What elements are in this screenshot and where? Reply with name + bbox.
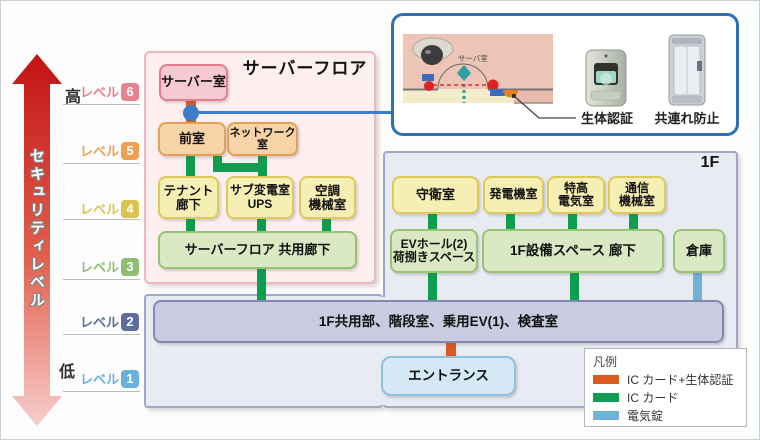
legend-title: 凡例 bbox=[593, 355, 618, 369]
callout-anchor-dot bbox=[183, 105, 199, 121]
legend-swatch-electric-lock bbox=[593, 411, 619, 420]
level-6: レベル 6 bbox=[63, 82, 139, 101]
level-divider bbox=[63, 391, 140, 392]
high-label: 高 bbox=[65, 89, 82, 106]
legend-item: IC カード+生体認証 bbox=[593, 371, 733, 388]
room-tenant-corridor: テナント 廊下 bbox=[158, 176, 219, 219]
server-room-plan-illustration: サーバ室 bbox=[403, 34, 553, 104]
room-high-voltage: 特高 電気室 bbox=[547, 176, 605, 214]
level-3: レベル 3 bbox=[63, 257, 139, 276]
level-5-badge: 5 bbox=[121, 141, 139, 160]
level-4-badge: 4 bbox=[121, 199, 139, 218]
room-warehouse: 倉庫 bbox=[673, 229, 725, 273]
level-divider bbox=[63, 163, 140, 164]
legend-item: 電気錠 bbox=[593, 407, 663, 424]
level-1-badge: 1 bbox=[121, 369, 139, 388]
room-1f-common: 1F共用部、階段室、乗用EV(1)、検査室 bbox=[153, 300, 724, 343]
callout-leader-line bbox=[191, 111, 393, 114]
connector-iccard bbox=[568, 214, 577, 230]
level-2-label: レベル bbox=[79, 315, 119, 330]
room-generator: 発電機室 bbox=[483, 176, 544, 214]
biometric-scanner-icon bbox=[585, 49, 627, 107]
level-5: レベル 5 bbox=[63, 141, 139, 160]
security-axis-label: セキュリティレベル bbox=[28, 148, 45, 310]
level-6-badge: 6 bbox=[121, 82, 139, 101]
level-4: レベル 4 bbox=[63, 199, 139, 218]
level-divider bbox=[63, 104, 140, 105]
legend-label: IC カード bbox=[627, 391, 679, 405]
room-guard: 守衛室 bbox=[392, 176, 479, 214]
legend-swatch-iccard-bio bbox=[593, 375, 619, 384]
connector-iccard bbox=[186, 156, 195, 178]
connector-iccard bbox=[257, 219, 266, 232]
room-entrance: エントランス bbox=[381, 356, 516, 396]
room-equipment-corridor: 1F設備スペース 廊下 bbox=[482, 229, 664, 273]
connector-iccard bbox=[186, 219, 195, 232]
low-label: 低 bbox=[59, 364, 76, 381]
level-3-label: レベル bbox=[79, 260, 119, 275]
level-divider bbox=[63, 279, 140, 280]
connector-iccard bbox=[428, 214, 437, 230]
connector-iccard bbox=[322, 219, 331, 232]
floor1-panel-join bbox=[380, 297, 389, 405]
legend-item: IC カード bbox=[593, 389, 678, 406]
level-2: レベル 2 bbox=[63, 312, 139, 331]
room-front: 前室 bbox=[158, 122, 226, 156]
connector-iccard bbox=[257, 269, 266, 301]
connector-iccard-bio bbox=[446, 343, 456, 357]
room-ev-hall: EVホール(2) 荷捌きスペース bbox=[390, 229, 478, 273]
room-sub-substation-ups: サブ変電室 UPS bbox=[226, 176, 294, 219]
legend-label: IC カード+生体認証 bbox=[627, 373, 734, 387]
plan-room-label: サーバ室 bbox=[458, 53, 488, 63]
level-1: レベル 1 bbox=[63, 369, 139, 388]
level-1-label: レベル bbox=[79, 372, 119, 387]
legend-swatch-iccard bbox=[593, 393, 619, 402]
level-2-badge: 2 bbox=[121, 312, 139, 331]
level-5-label: レベル bbox=[79, 144, 119, 159]
level-3-badge: 3 bbox=[121, 257, 139, 276]
connector-electric-lock bbox=[693, 273, 702, 301]
room-shared-corridor: サーバーフロア 共用廊下 bbox=[158, 231, 357, 269]
connector-iccard bbox=[213, 163, 267, 172]
level-4-label: レベル bbox=[79, 202, 119, 217]
anti-tailgating-gate-icon bbox=[668, 34, 706, 106]
room-hvac: 空調 機械室 bbox=[299, 176, 356, 219]
room-network: ネットワーク室 bbox=[227, 122, 298, 156]
tailgate-label: 共連れ防止 bbox=[654, 111, 720, 126]
floor1-title: 1F bbox=[700, 154, 720, 171]
level-divider bbox=[63, 219, 140, 220]
connector-iccard bbox=[506, 214, 515, 230]
level-6-label: レベル bbox=[79, 85, 119, 100]
connector-iccard bbox=[629, 214, 638, 230]
level-divider bbox=[63, 334, 140, 335]
legend: 凡例 IC カード+生体認証 IC カード 電気錠 bbox=[584, 348, 747, 427]
room-server: サーバー室 bbox=[159, 64, 228, 101]
connector-iccard bbox=[258, 156, 267, 177]
security-level-arrow bbox=[12, 54, 62, 426]
legend-label: 電気錠 bbox=[627, 409, 664, 423]
biometric-label: 生体認証 bbox=[580, 111, 633, 126]
server-floor-title: サーバーフロア bbox=[242, 59, 368, 78]
connector-iccard bbox=[428, 273, 437, 301]
plan-pointer-line bbox=[512, 94, 576, 119]
connector-iccard bbox=[570, 273, 579, 301]
room-telecom: 通信 機械室 bbox=[608, 176, 666, 214]
